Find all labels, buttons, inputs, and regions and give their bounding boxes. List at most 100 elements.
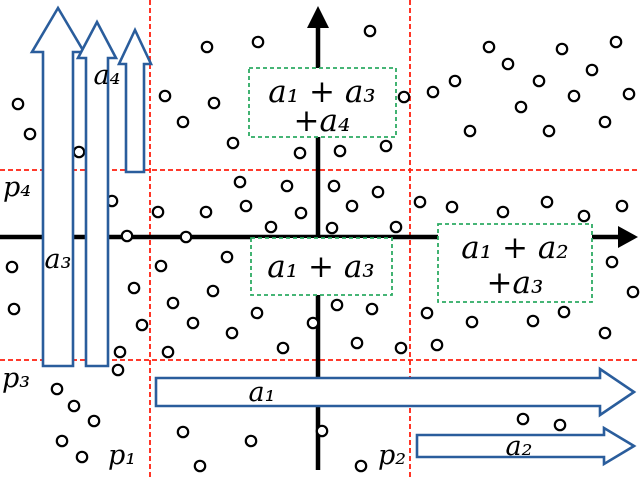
data-point bbox=[496, 205, 510, 219]
box-right-line1: a₁ + a₂ bbox=[461, 230, 569, 266]
data-point bbox=[113, 345, 127, 359]
data-point bbox=[111, 363, 125, 377]
data-point bbox=[127, 281, 141, 295]
data-point bbox=[151, 205, 165, 219]
data-point bbox=[463, 124, 477, 138]
data-point bbox=[622, 87, 636, 101]
box-middle bbox=[250, 237, 393, 296]
box-top bbox=[248, 67, 397, 138]
arrow-a1 bbox=[154, 366, 637, 418]
block-arrows bbox=[29, 5, 637, 467]
data-point bbox=[394, 341, 408, 355]
data-point bbox=[532, 74, 546, 88]
data-point bbox=[350, 336, 364, 350]
box-right bbox=[437, 223, 593, 303]
data-point bbox=[207, 96, 221, 110]
data-point bbox=[200, 40, 214, 54]
data-point bbox=[516, 412, 530, 426]
scatter-points bbox=[5, 24, 640, 473]
box-right-line2: +a₃ bbox=[487, 265, 544, 301]
data-point bbox=[333, 144, 347, 158]
box-middle-line1: a₁ + a₃ bbox=[267, 249, 375, 285]
data-point bbox=[276, 341, 290, 355]
data-point bbox=[179, 230, 193, 244]
data-point bbox=[293, 146, 307, 160]
data-point bbox=[67, 399, 81, 413]
data-point bbox=[176, 115, 190, 129]
data-point bbox=[426, 85, 440, 99]
data-point bbox=[397, 90, 411, 104]
data-point bbox=[199, 205, 213, 219]
label-a2: a₂ bbox=[506, 431, 533, 462]
data-point bbox=[23, 127, 37, 141]
data-point bbox=[345, 199, 359, 213]
data-point bbox=[239, 199, 253, 213]
data-point bbox=[75, 450, 89, 464]
data-point bbox=[567, 89, 581, 103]
label-p2: p₂ bbox=[378, 440, 406, 471]
data-point bbox=[154, 259, 168, 273]
region-boxes: a₁ + a₃ +a₄ a₁ + a₃ a₁ + a₂ +a₃ bbox=[248, 67, 593, 303]
data-point bbox=[206, 284, 220, 298]
data-point bbox=[540, 195, 554, 209]
data-point bbox=[244, 434, 258, 448]
data-point bbox=[363, 24, 377, 38]
data-point bbox=[542, 124, 556, 138]
data-point bbox=[11, 97, 25, 111]
data-point bbox=[327, 179, 341, 193]
data-point bbox=[365, 302, 379, 316]
data-point bbox=[553, 418, 567, 432]
data-point bbox=[354, 459, 368, 473]
data-point bbox=[87, 414, 101, 428]
data-point bbox=[264, 220, 278, 234]
data-point bbox=[250, 306, 264, 320]
data-point bbox=[315, 424, 329, 438]
data-point bbox=[55, 434, 69, 448]
label-p3: p₃ bbox=[2, 363, 30, 394]
arrow-a4-right bbox=[116, 26, 154, 174]
label-p4: p₄ bbox=[3, 172, 31, 203]
data-point bbox=[120, 229, 134, 243]
data-point bbox=[225, 326, 239, 340]
data-point bbox=[176, 425, 190, 439]
data-point bbox=[557, 305, 571, 319]
data-point bbox=[161, 345, 175, 359]
data-point bbox=[577, 209, 591, 223]
data-point bbox=[135, 318, 149, 332]
data-point bbox=[5, 260, 19, 274]
data-point bbox=[371, 185, 385, 199]
arrow-a4-left bbox=[75, 19, 119, 368]
data-point bbox=[186, 316, 200, 330]
arrow-a3 bbox=[29, 5, 87, 368]
data-point bbox=[158, 89, 172, 103]
data-point bbox=[430, 338, 444, 352]
data-point bbox=[615, 199, 629, 213]
data-point bbox=[526, 314, 540, 328]
data-point bbox=[609, 35, 623, 49]
data-point bbox=[325, 221, 339, 235]
data-point bbox=[330, 298, 344, 312]
data-point bbox=[389, 220, 403, 234]
label-p1: p₁ bbox=[108, 440, 136, 471]
data-point bbox=[465, 315, 479, 329]
data-point bbox=[226, 136, 240, 150]
data-point bbox=[514, 100, 528, 114]
data-point bbox=[482, 40, 496, 54]
label-a4: a₄ bbox=[94, 60, 121, 91]
label-a3: a₃ bbox=[45, 244, 72, 275]
data-point bbox=[445, 200, 459, 214]
data-point bbox=[193, 459, 207, 473]
data-point bbox=[626, 285, 640, 299]
data-point bbox=[420, 306, 434, 320]
y-axis-arrowhead-icon bbox=[307, 6, 329, 28]
data-point bbox=[501, 57, 515, 71]
data-point bbox=[280, 179, 294, 193]
data-point bbox=[294, 206, 308, 220]
data-point bbox=[585, 63, 599, 77]
data-point bbox=[605, 255, 619, 269]
data-point bbox=[166, 296, 180, 310]
data-point bbox=[413, 195, 427, 209]
data-point bbox=[306, 316, 320, 330]
